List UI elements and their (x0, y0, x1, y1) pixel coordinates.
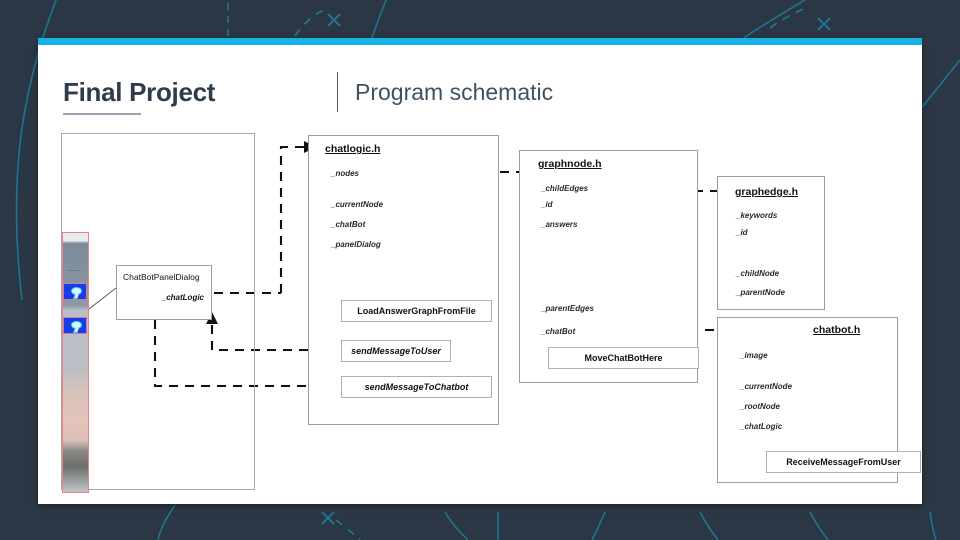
field-childnode: _childNode (736, 269, 780, 278)
chatbotpaneldialog-box[interactable]: ChatBotPanelDialog _chatLogic (116, 265, 212, 320)
field-nodes: _nodes (331, 169, 360, 178)
field-paneldialog: _panelDialog (331, 240, 381, 249)
slide-top-accent-bar (38, 38, 922, 45)
slide-card: Final Project Program schematic (38, 38, 922, 504)
chat-bubble-icon (71, 321, 82, 329)
chatbot-app-screenshot (62, 232, 89, 493)
field-rootnode: _rootNode (740, 402, 780, 411)
screenshot-selected-row (63, 317, 87, 334)
title-underline (63, 113, 141, 115)
screenshot-selected-row (63, 283, 87, 300)
method-receivemessagefromuser[interactable]: ReceiveMessageFromUser (766, 451, 921, 473)
chatbotpaneldialog-title: ChatBotPanelDialog (123, 272, 200, 282)
class-title-graphedge: graphedge.h (735, 186, 799, 198)
field-id: _id (541, 200, 553, 209)
method-movechatbothere[interactable]: MoveChatBotHere (548, 347, 699, 369)
class-title-chatbot: chatbot.h (813, 324, 861, 336)
class-title-graphnode: graphnode.h (538, 158, 602, 170)
field-currentnode: _currentNode (740, 382, 793, 391)
page-title: Final Project (63, 77, 216, 107)
field-chatbot: _chatBot (541, 327, 576, 336)
field-chatbot: _chatBot (331, 220, 366, 229)
program-schematic-diagram: ChatBotPanelDialog _chatLogic chatlogic.… (38, 38, 922, 504)
field-parentedges: _parentEdges (541, 304, 594, 313)
method-sendmessagetochatbot[interactable]: sendMessageToChatbot (341, 376, 492, 398)
field-parentnode: _parentNode (736, 288, 785, 297)
field-id: _id (736, 228, 748, 237)
chat-bubble-icon (71, 287, 82, 295)
field-image: _image (740, 351, 768, 360)
field-keywords: _keywords (736, 211, 778, 220)
page-subtitle: Program schematic (355, 79, 554, 105)
chatbotpaneldialog-field-chatlogic: _chatLogic (161, 293, 204, 302)
class-title-chatlogic: chatlogic.h (325, 143, 381, 155)
class-box-graphnode[interactable]: graphnode.h _childEdges _id _answers _pa… (519, 150, 699, 383)
method-loadanswergraphfromfile[interactable]: LoadAnswerGraphFromFile (341, 300, 492, 322)
field-answers: _answers (541, 220, 578, 229)
class-box-chatbot[interactable]: chatbot.h _image _currentNode _rootNode … (717, 317, 921, 483)
method-sendmessagetouser[interactable]: sendMessageToUser (341, 340, 451, 362)
field-chatlogic: _chatLogic (740, 422, 783, 431)
field-currentnode: _currentNode (331, 200, 384, 209)
header-divider (337, 72, 338, 112)
screenshot-text-line (67, 270, 80, 271)
screenshot-outline-panel (61, 133, 255, 490)
class-box-graphedge[interactable]: graphedge.h _keywords _id _childNode _pa… (717, 176, 825, 310)
class-box-chatlogic[interactable]: chatlogic.h _nodes _currentNode _chatBot… (308, 135, 499, 425)
field-childedges: _childEdges (541, 184, 589, 193)
